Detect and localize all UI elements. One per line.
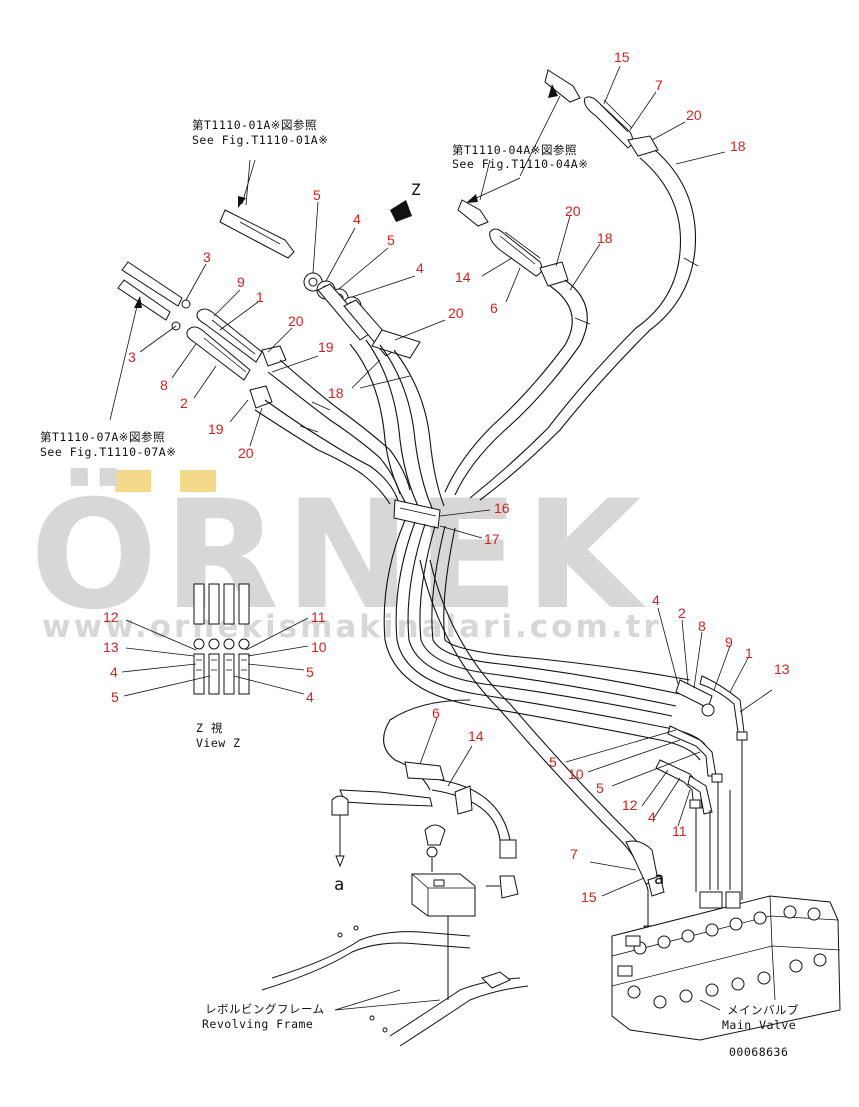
text-labels: 第T1110-01A※図参照 See Fig.T1110-01A※ 第T1110… [40, 118, 799, 1059]
callout-3-a: 3 [203, 249, 211, 265]
ref-04-jp: 第T1110-04A※図参照 [452, 143, 577, 157]
watermark-brand: ÖRNEK [30, 467, 647, 643]
callout-b7: 7 [570, 846, 578, 862]
ref-01-en: See Fig.T1110-01A※ [192, 133, 328, 147]
callout-20-mid: 20 [448, 305, 464, 321]
arrow-letter-right: a [654, 869, 665, 889]
fittings-right [655, 675, 748, 900]
revolving-frame-en: Revolving Frame [202, 1017, 313, 1031]
drawing-number: 00068636 [729, 1045, 788, 1059]
callout-19-a: 19 [318, 339, 334, 355]
callout-2-a: 2 [180, 395, 188, 411]
reference-arrows [109, 84, 561, 421]
callout-18-mid: 18 [328, 385, 344, 401]
view-z-callout-12: 12 [103, 609, 119, 625]
callout-17: 17 [484, 531, 500, 547]
ref-01-jp: 第T1110-01A※図参照 [192, 118, 317, 132]
view-z-callout-13: 13 [103, 639, 119, 655]
callout-b14: 14 [468, 728, 484, 744]
callout-4-a: 4 [353, 211, 361, 227]
watermark-url: www.ornekismakinalari.com.tr [42, 609, 662, 645]
ref-04-en: See Fig.T1110-04A※ [452, 157, 588, 171]
callout-r4-b: 4 [648, 809, 656, 825]
callout-1-a: 1 [256, 289, 264, 305]
watermark-umlaut-right [180, 470, 216, 492]
callout-5-b: 5 [387, 232, 395, 248]
leader-lines [121, 65, 773, 1011]
view-z-callout-11: 11 [311, 609, 326, 625]
callout-19-b: 19 [208, 421, 224, 437]
pipes-ref-01 [219, 209, 295, 259]
callout-6-top: 6 [490, 300, 498, 316]
watermark-umlaut-left [115, 470, 151, 492]
view-z-callout-10: 10 [311, 639, 327, 655]
callout-20-d: 20 [238, 445, 254, 461]
callout-b15: 15 [581, 889, 597, 905]
callout-r5-a: 5 [549, 754, 557, 770]
hose-assembly-top-right [469, 69, 699, 501]
view-z-marker: Z [411, 180, 421, 199]
callout-5-a: 5 [313, 187, 321, 203]
view-z-callout-5-b: 5 [306, 664, 314, 680]
callout-r10: 10 [568, 766, 584, 782]
ref-07-en: See Fig.T1110-07A※ [40, 445, 176, 459]
main-valve-jp: メインバルブ [727, 1003, 799, 1017]
callout-20-b: 20 [565, 203, 581, 219]
revolving-frame-outline [261, 925, 529, 1047]
view-z-callout-4-a: 4 [110, 664, 118, 680]
watermark: ÖRNEK www.ornekismakinalari.com.tr [30, 467, 662, 645]
callout-r4: 4 [652, 592, 660, 608]
callout-r11: 11 [672, 823, 687, 839]
view-z-arrow-icon [390, 200, 412, 222]
callout-numbers: 15 7 20 18 5 4 5 4 20 18 20 18 14 6 3 9 … [103, 49, 790, 905]
callout-r13: 13 [774, 661, 790, 677]
ref-07-jp: 第T1110-07A※図参照 [40, 430, 165, 444]
callout-r2: 2 [678, 605, 686, 621]
callout-r12: 12 [622, 797, 638, 813]
view-z-callout-5-a: 5 [111, 689, 119, 705]
callout-r5-b: 5 [596, 780, 604, 796]
view-z-jp: Z 視 [196, 721, 223, 735]
callout-15-top: 15 [614, 49, 630, 65]
callout-8-a: 8 [160, 377, 168, 393]
revolving-frame-jp: レボルビングフレーム [205, 1002, 325, 1016]
callout-20-c: 20 [288, 313, 304, 329]
hose-assembly-left [117, 261, 411, 505]
callout-18-b: 18 [597, 230, 613, 246]
view-z-en: View Z [196, 736, 241, 750]
main-valve-en: Main Valve [722, 1018, 796, 1032]
arrow-letter-left: a [334, 875, 345, 895]
view-z-callout-4-b: 4 [306, 689, 314, 705]
fitting-cluster-upper [303, 272, 445, 511]
view-z-inset [193, 583, 250, 695]
hose-assembly-middle [444, 199, 591, 496]
callout-r1: 1 [745, 645, 753, 661]
callout-3-b: 3 [128, 349, 136, 365]
callout-20-top: 20 [686, 107, 702, 123]
callout-14-top: 14 [455, 269, 471, 285]
callout-4-b: 4 [416, 260, 424, 276]
callout-18-top: 18 [730, 138, 746, 154]
clamp-16-17 [393, 499, 441, 529]
callout-b6: 6 [432, 705, 440, 721]
callout-r9: 9 [725, 634, 733, 650]
callout-r8: 8 [698, 618, 706, 634]
callout-16: 16 [494, 500, 510, 516]
callout-7-top: 7 [655, 77, 663, 93]
main-valve-body [611, 891, 841, 1041]
callout-9-a: 9 [237, 274, 245, 290]
